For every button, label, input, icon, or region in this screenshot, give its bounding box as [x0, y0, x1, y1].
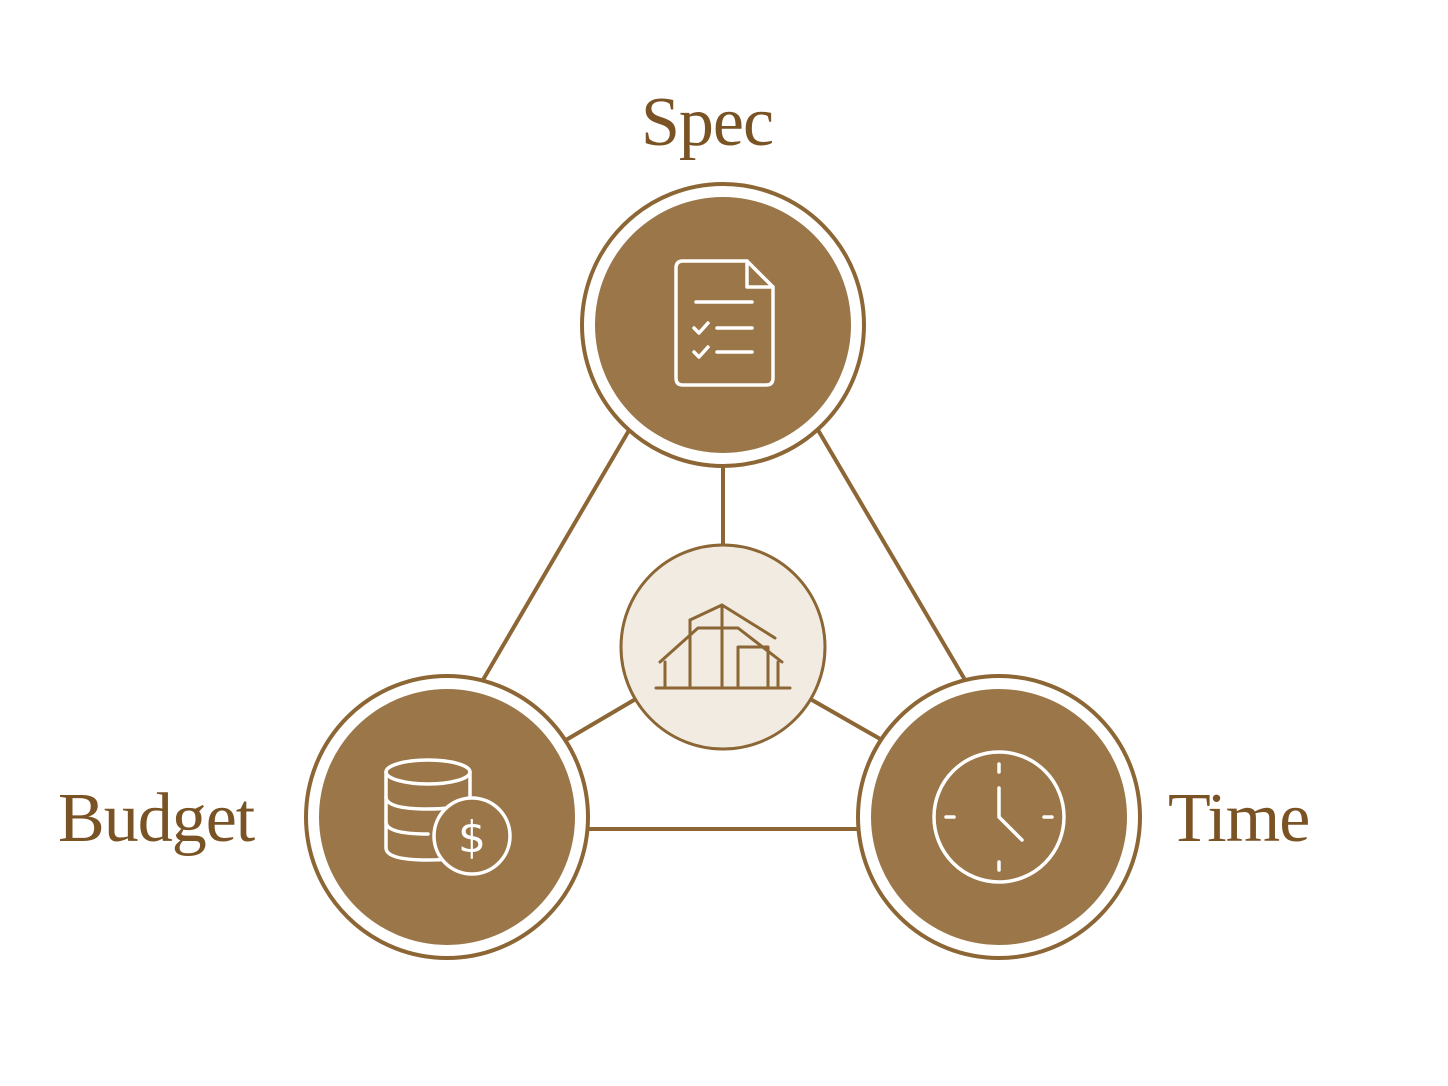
- budget-node: $: [304, 674, 590, 960]
- spec-label: Spec: [641, 84, 774, 161]
- budget-label: Budget: [58, 780, 255, 857]
- document-checklist-icon: [674, 259, 775, 387]
- clock-icon: [932, 750, 1066, 884]
- edge-budget-center: [564, 698, 636, 742]
- spec-node: [580, 182, 866, 468]
- time-node: [856, 674, 1142, 960]
- connector-lines: [478, 428, 970, 831]
- coin-dollar-sign: $: [458, 812, 486, 863]
- building-icon: [654, 603, 792, 690]
- edge-time-center: [810, 698, 884, 742]
- edge-spec-time: [816, 428, 970, 687]
- time-label: Time: [1168, 780, 1310, 857]
- coins-dollar-icon: $: [384, 758, 512, 876]
- edge-spec-budget: [478, 430, 630, 687]
- center-node: [619, 543, 827, 751]
